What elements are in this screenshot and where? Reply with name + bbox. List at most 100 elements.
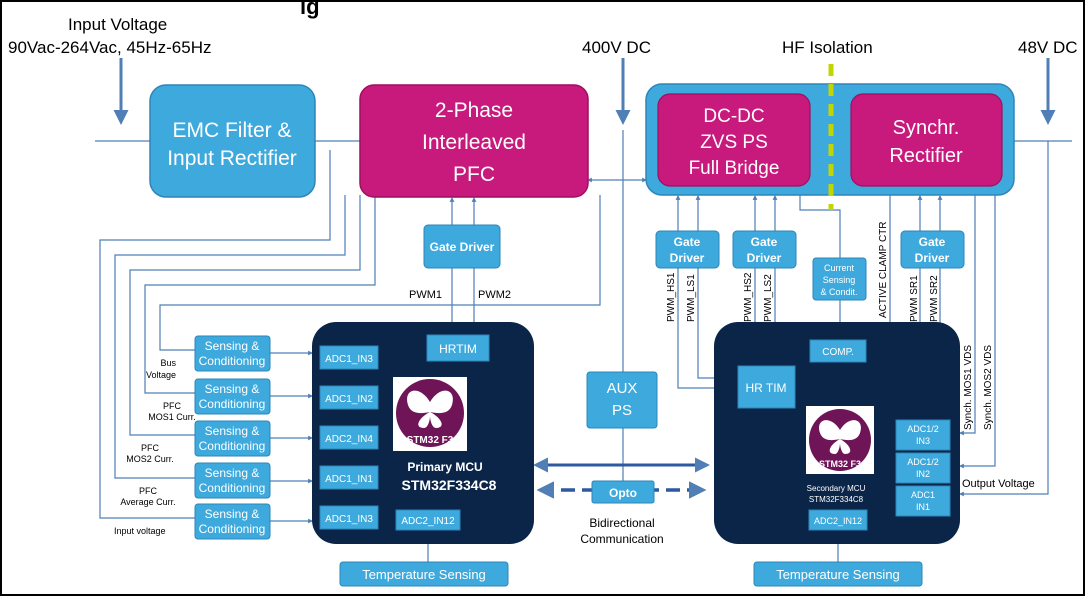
pwm-ls1-label: PWM_LS1	[686, 274, 697, 322]
secondary-adc-3-l1: ADC1	[911, 490, 935, 500]
input-range-label: 90Vac-264Vac, 45Hz-65Hz	[8, 38, 211, 57]
secondary-adc-2-l1: ADC1/2	[907, 457, 939, 467]
secondary-hrtim-label: HR TIM	[745, 381, 786, 395]
svg-text:STM32 F3: STM32 F3	[407, 435, 454, 446]
primary-adc-4	[319, 465, 379, 490]
signal-avg-1: PFC	[139, 486, 158, 496]
pwm1-label: PWM1	[409, 289, 442, 301]
secondary-stm32-logo: STM32 F3	[806, 406, 874, 474]
secondary-temp-sensing	[753, 561, 923, 587]
primary-adc-4-label: ADC1_IN1	[325, 474, 373, 485]
secondary-adc-3	[895, 485, 951, 517]
primary-temp-sensing	[339, 561, 509, 587]
secondary-adc-2-l2: IN2	[916, 469, 930, 479]
sync-line-2: Rectifier	[889, 145, 963, 167]
svg-text:Driver: Driver	[747, 251, 782, 265]
svg-text:Gate: Gate	[674, 235, 701, 249]
gate-driver-1: Gate Driver	[655, 230, 720, 269]
svg-text:STM32 F3: STM32 F3	[819, 459, 861, 469]
svg-text:Conditioning: Conditioning	[199, 481, 266, 495]
svg-text:& Condit.: & Condit.	[820, 287, 857, 297]
dcdc-line-1: DC-DC	[703, 106, 764, 127]
secondary-comp-label: COMP.	[822, 347, 854, 358]
svg-text:Driver: Driver	[915, 251, 950, 265]
svg-text:Sensing &: Sensing &	[205, 339, 260, 353]
svg-text:Conditioning: Conditioning	[199, 522, 266, 536]
bidir-line-1: Bidirectional	[589, 516, 654, 530]
svg-text:Sensing &: Sensing &	[205, 424, 260, 438]
pfc-line-1: 2-Phase	[435, 99, 513, 122]
aux-ps-block	[586, 371, 658, 429]
sensing-box-2: Sensing & Conditioning	[194, 378, 271, 415]
primary-hrtim	[426, 334, 490, 362]
pwm-hs1-label: PWM_HS1	[666, 272, 677, 322]
primary-adc-5	[319, 505, 379, 530]
secondary-adc-temp-label: ADC2_IN12	[814, 516, 862, 526]
svg-text:Conditioning: Conditioning	[199, 397, 266, 411]
primary-adc-5-label: ADC1_IN3	[325, 514, 373, 525]
primary-adc-2	[319, 385, 379, 410]
signal-mos1-1: PFC	[163, 401, 182, 411]
secondary-adc-3-l2: IN1	[916, 502, 930, 512]
primary-adc-1	[319, 345, 379, 370]
svg-text:Sensing: Sensing	[823, 275, 856, 285]
pfc-gate-driver-label: Gate Driver	[430, 240, 495, 254]
svg-text:Sensing &: Sensing &	[205, 466, 260, 480]
pfc-gate-driver	[423, 224, 501, 269]
primary-adc-2-label: ADC1_IN2	[325, 394, 373, 405]
primary-mcu-name-2: STM32F334C8	[402, 477, 497, 493]
emc-line-1: EMC Filter &	[172, 119, 291, 142]
signal-bus-voltage-1: Bus	[160, 358, 176, 368]
hf-isolation-label: HF Isolation	[782, 38, 873, 57]
primary-stm32-logo: STM32 F3	[393, 377, 467, 451]
sync-line-1: Synchr.	[893, 117, 960, 139]
synch-mos2-label: Synch. MOS2 VDS	[983, 345, 994, 430]
svg-text:Gate: Gate	[751, 235, 778, 249]
current-sensing-box: Current Sensing & Condit.	[812, 257, 867, 301]
svg-text:Driver: Driver	[670, 251, 705, 265]
primary-hrtim-label: HRTIM	[439, 342, 477, 356]
sensing-box-3: Sensing & Conditioning	[194, 420, 271, 457]
secondary-adc-1-l1: ADC1/2	[907, 424, 939, 434]
signal-input-voltage: Input voltage	[114, 526, 166, 536]
secondary-temp-label: Temperature Sensing	[776, 567, 900, 582]
secondary-adc-temp	[808, 509, 868, 531]
secondary-comp	[809, 339, 867, 363]
active-clamp-label: ACTIVE CLAMP CTR	[878, 222, 889, 319]
dcdc-block	[657, 93, 811, 187]
synch-mos1-label: Synch. MOS1 VDS	[963, 345, 974, 430]
emc-line-2: Input Rectifier	[167, 147, 297, 170]
signal-avg-2: Average Curr.	[120, 497, 175, 507]
sensing-box-1: Sensing & Conditioning	[194, 335, 271, 372]
aux-line-2: PS	[612, 402, 632, 419]
emc-filter-block	[149, 84, 316, 198]
signal-mos2-2: MOS2 Curr.	[126, 454, 174, 464]
secondary-adc-1	[895, 419, 951, 451]
signal-bus-voltage-2: Voltage	[146, 370, 176, 380]
primary-adc-temp	[395, 509, 461, 531]
svg-text:Sensing &: Sensing &	[205, 382, 260, 396]
diagram-title: ig	[300, 0, 320, 19]
dcdc-line-2: ZVS PS	[700, 132, 768, 153]
secondary-adc-1-l2: IN3	[916, 436, 930, 446]
primary-adc-temp-label: ADC2_IN12	[401, 516, 455, 527]
pwm2-label: PWM2	[478, 289, 511, 301]
svg-text:Gate: Gate	[919, 235, 946, 249]
gate-driver-3: Gate Driver	[900, 230, 965, 269]
pwm-sr1-label: PWM SR1	[909, 275, 920, 322]
bidir-line-2: Communication	[580, 532, 663, 546]
input-voltage-label: Input Voltage	[68, 15, 167, 34]
secondary-hrtim	[737, 365, 796, 409]
pfc-line-2: Interleaved	[422, 131, 526, 154]
pwm-ls2-label: PWM_LS2	[763, 274, 774, 322]
dcdc-line-3: Full Bridge	[689, 158, 780, 179]
gate-driver-2: Gate Driver	[732, 230, 797, 269]
primary-adc-3-label: ADC2_IN4	[325, 434, 373, 445]
aux-line-1: AUX	[607, 380, 638, 397]
dc400-label: 400V DC	[582, 38, 651, 57]
secondary-adc-2	[895, 452, 951, 484]
voltage-arrows	[113, 58, 1056, 125]
signal-mos2-1: PFC	[141, 443, 160, 453]
